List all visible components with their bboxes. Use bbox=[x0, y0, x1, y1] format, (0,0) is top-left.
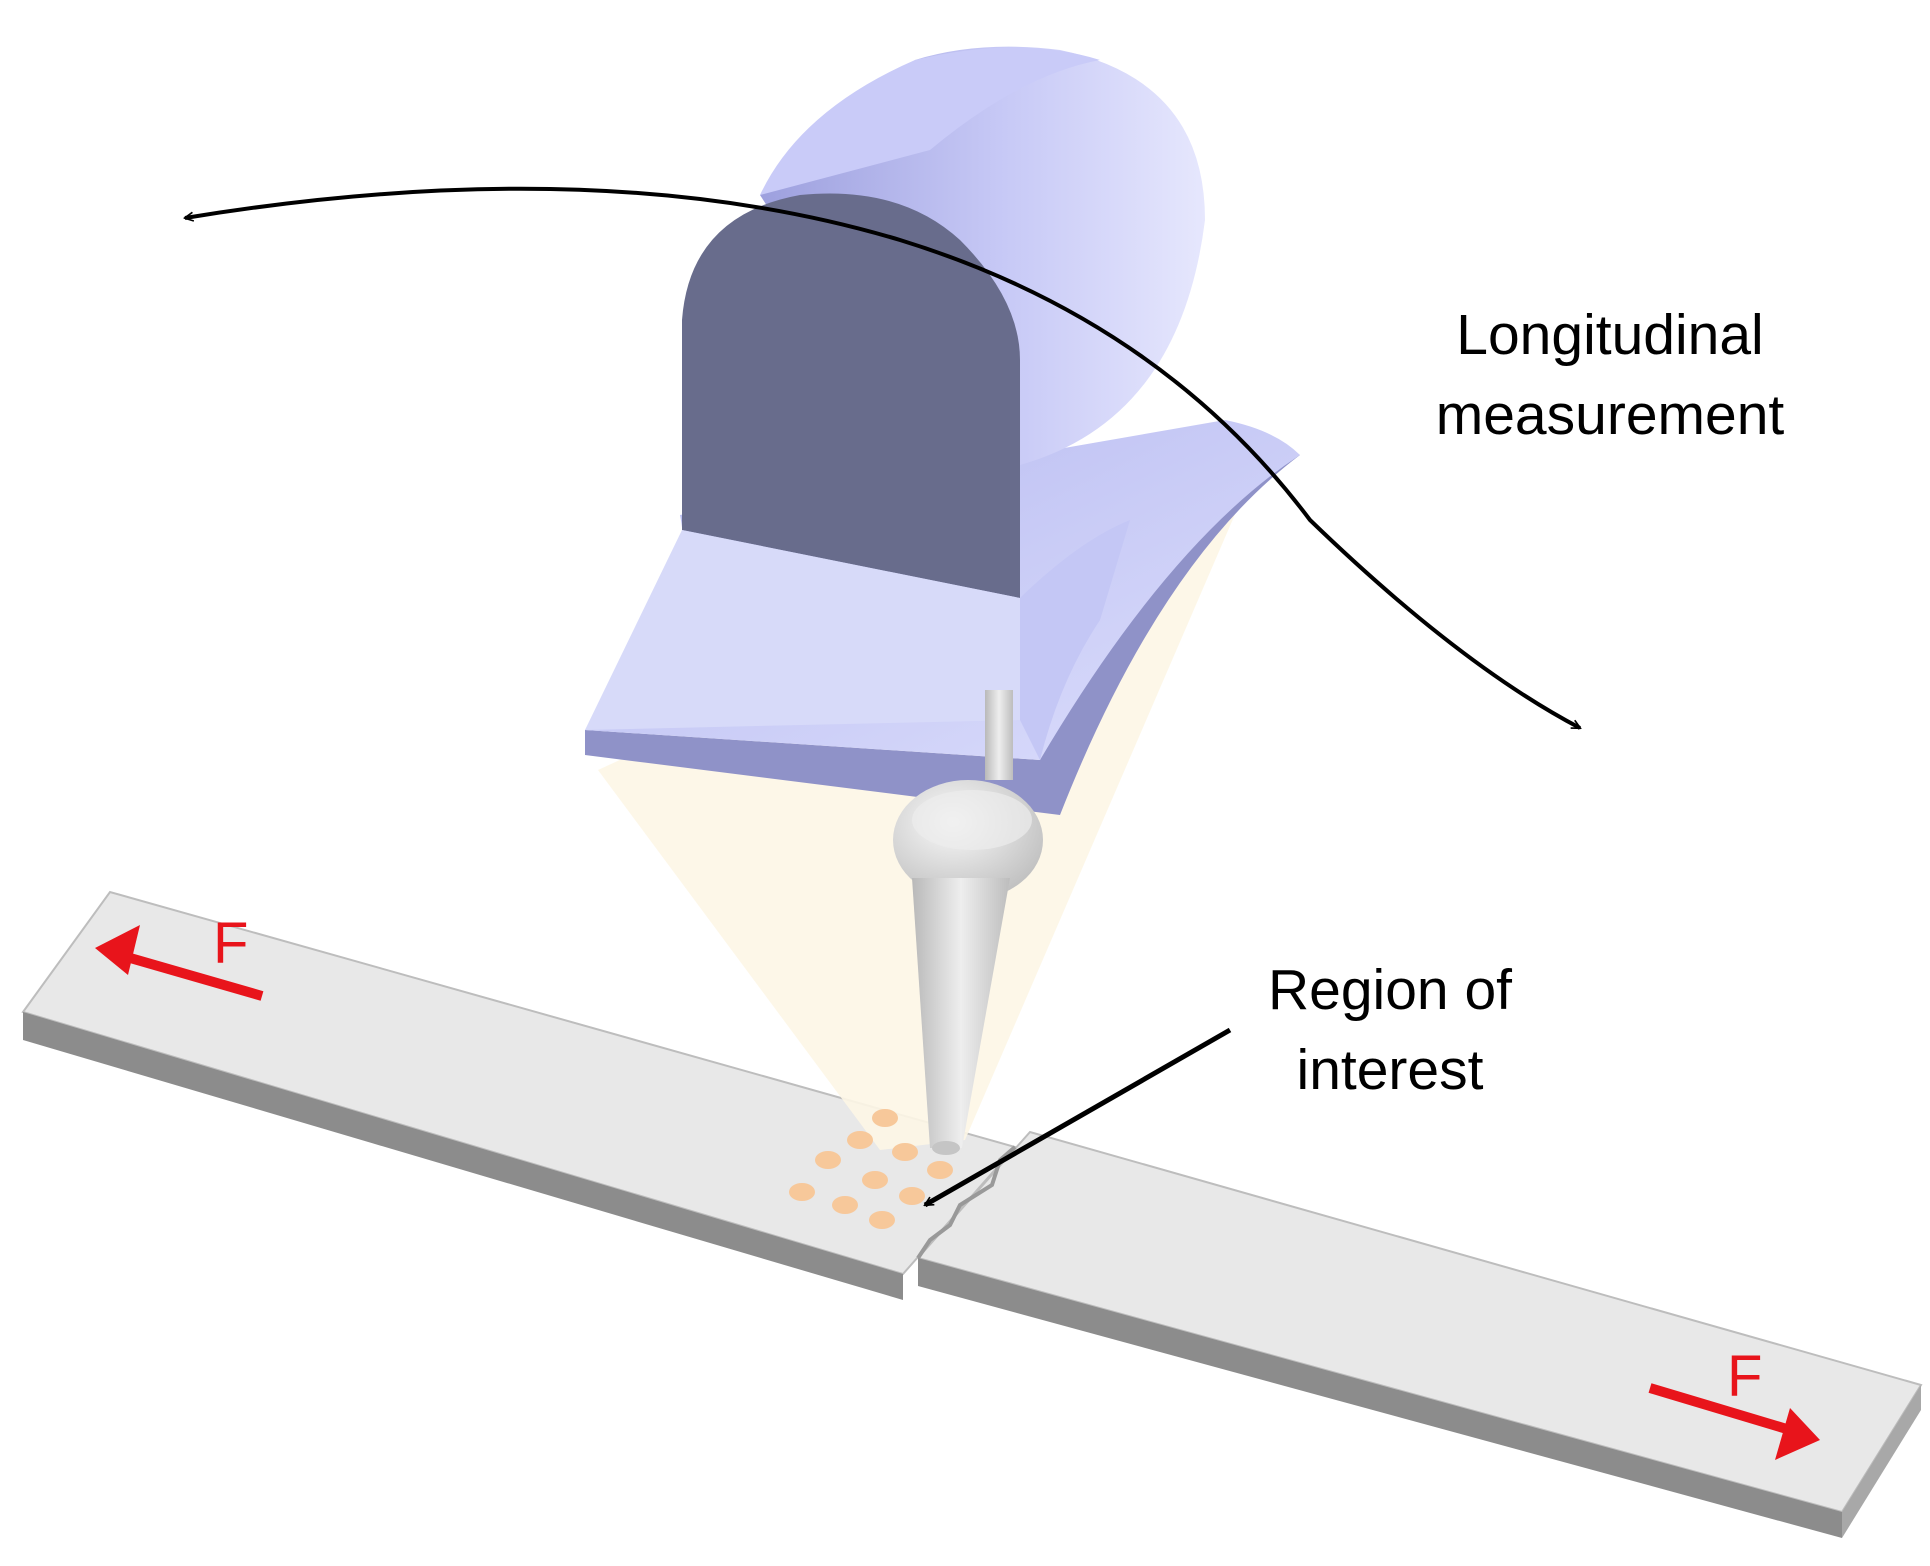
longitudinal-arrow bbox=[185, 186, 1580, 730]
roi-pointer-arrow bbox=[925, 1027, 1232, 1208]
longitudinal-label-line1: Longitudinal bbox=[1456, 303, 1764, 367]
region-label-line2: interest bbox=[1296, 1038, 1484, 1102]
microscope-housing bbox=[585, 46, 1300, 815]
specimen-right bbox=[916, 1130, 1923, 1538]
region-label: Region of interest bbox=[1165, 950, 1615, 1110]
force-arrow-right bbox=[1648, 1383, 1820, 1460]
force-label-right: F bbox=[1727, 1344, 1763, 1409]
force-label-left: F bbox=[213, 911, 249, 976]
probe-tip bbox=[893, 690, 1043, 1155]
force-arrow-left bbox=[95, 925, 264, 1001]
roi-dots bbox=[789, 1109, 953, 1229]
region-label-line1: Region of bbox=[1267, 958, 1512, 1022]
longitudinal-label-line2: measurement bbox=[1435, 383, 1785, 447]
longitudinal-label: Longitudinal measurement bbox=[1385, 295, 1835, 455]
